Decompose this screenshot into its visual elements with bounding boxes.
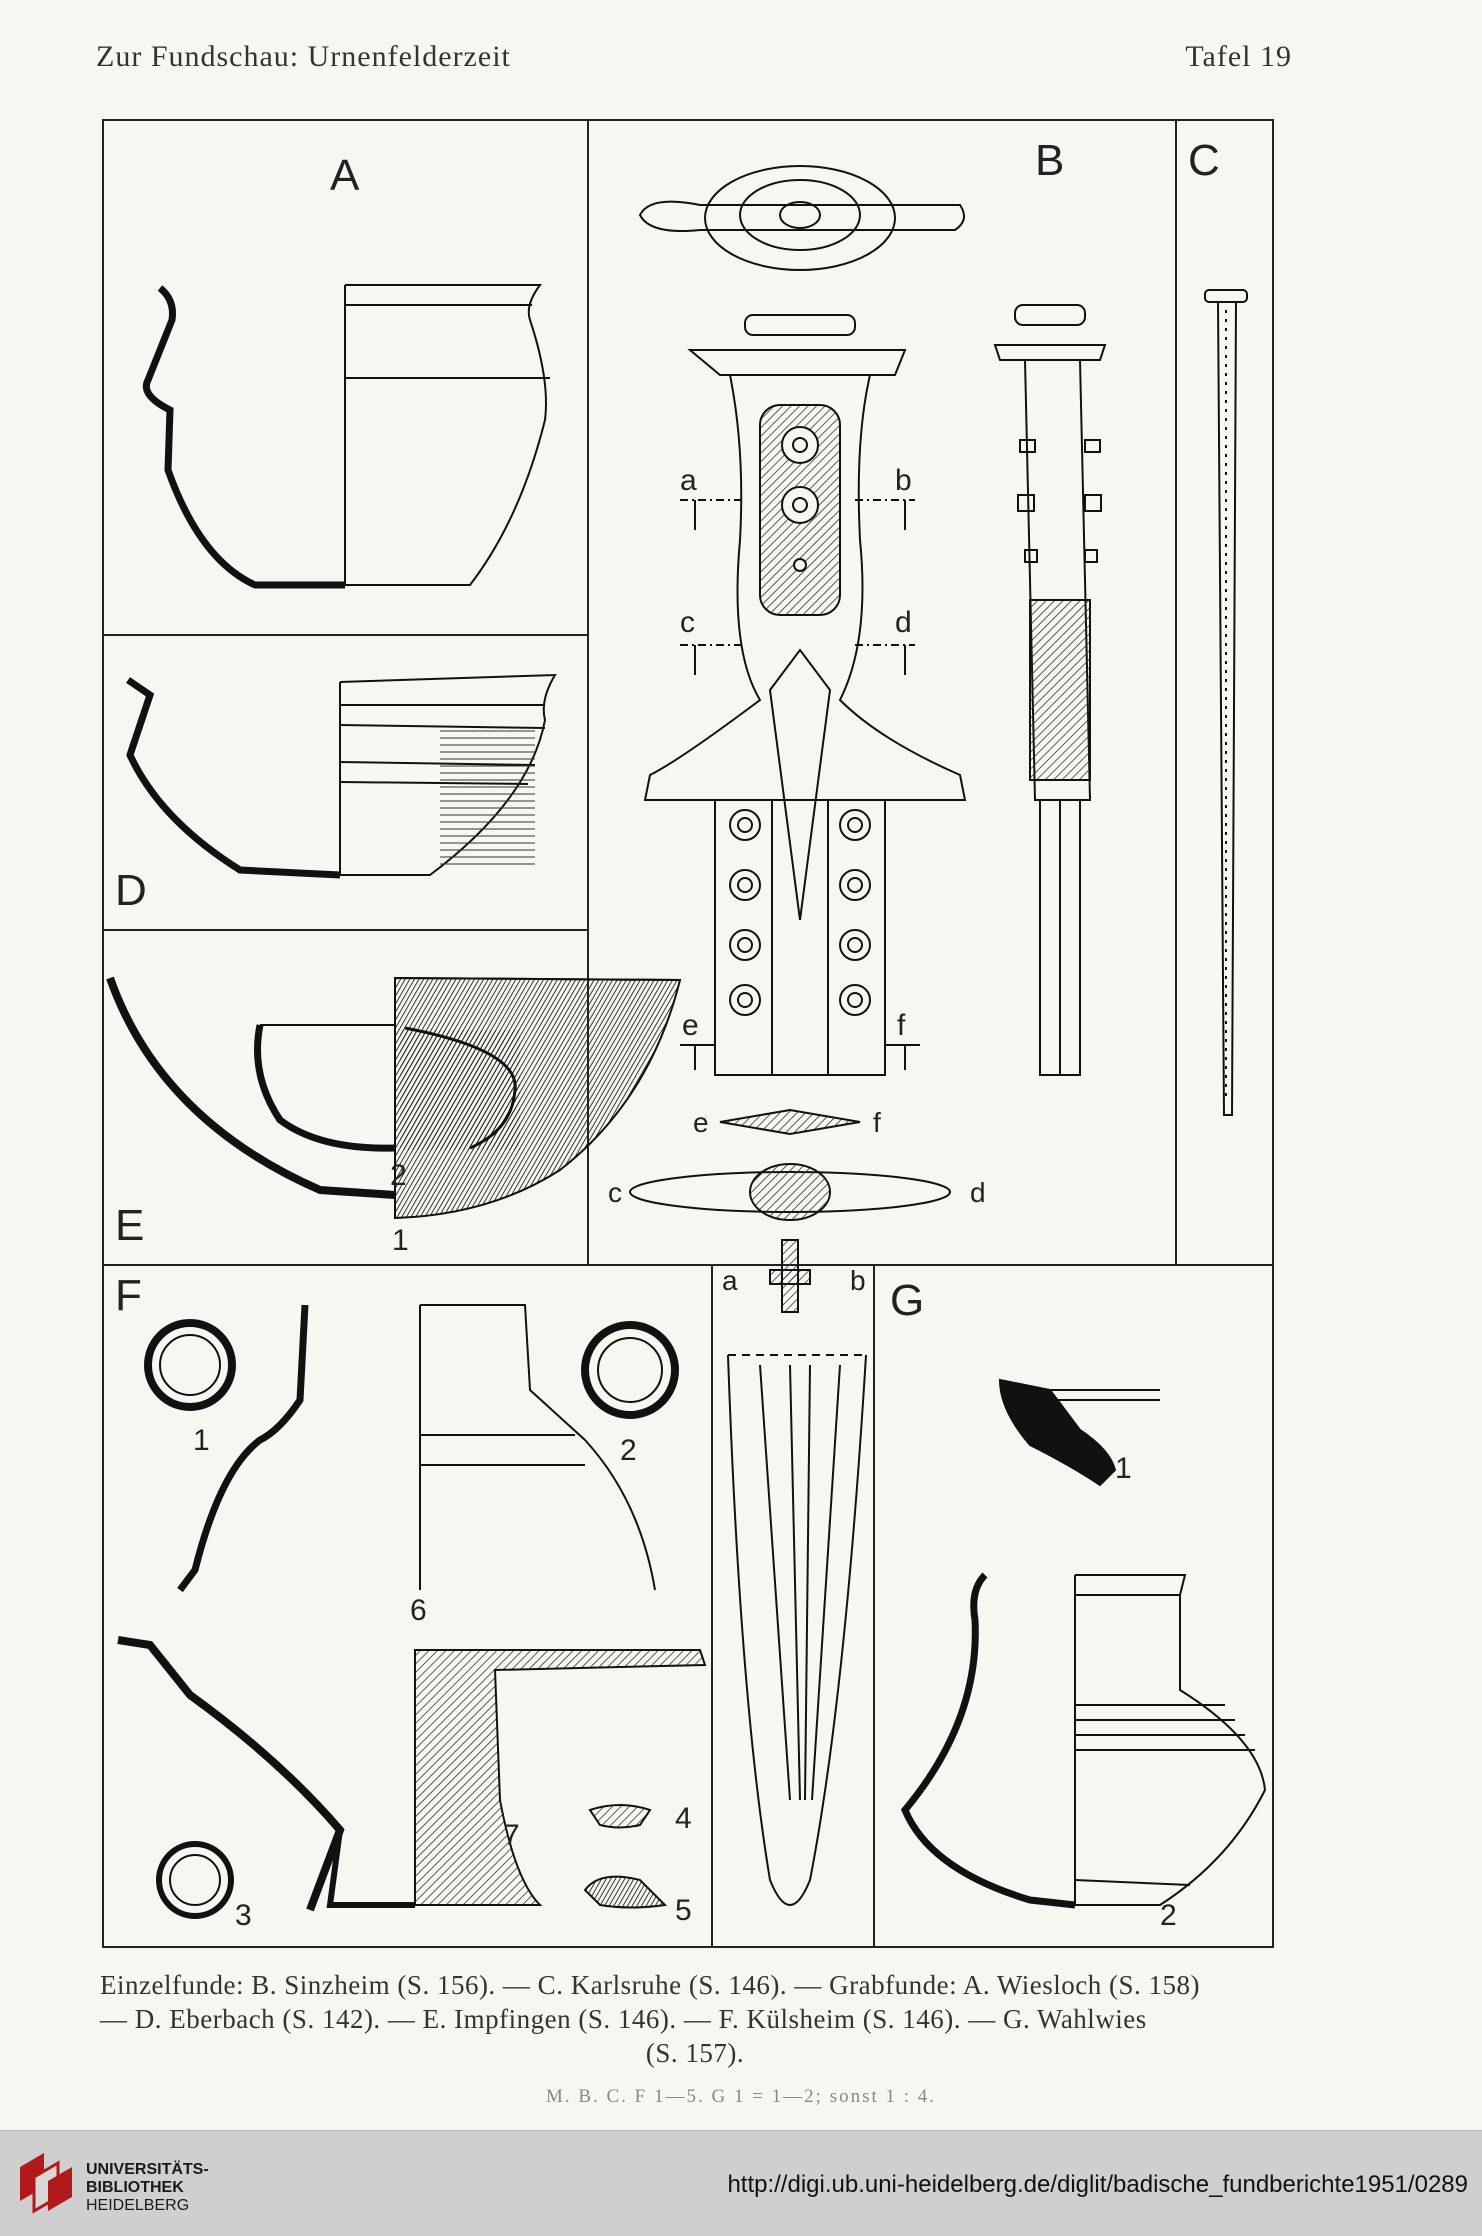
running-head: Zur Fundschau: Urnenfelderzeit Tafel 19 (96, 40, 1292, 74)
plate-drawing: A B C D E F G (102, 119, 1274, 1948)
find-f-number-5: 5 (675, 1894, 692, 1927)
plate-caption: Einzelfunde: B. Sinzheim (S. 156). — C. … (100, 1968, 1290, 2070)
find-f-number-7: 7 (503, 1819, 520, 1852)
caption-line-2: — D. Eberbach (S. 142). — E. Impfingen (… (100, 2004, 1147, 2034)
vessel-e-bowls (106, 976, 682, 1220)
source-url[interactable]: http://digi.ub.uni-heidelberg.de/diglit/… (727, 2171, 1468, 2198)
panel-label-f: F (115, 1271, 142, 1320)
find-f-number-3: 3 (235, 1899, 252, 1932)
pin-c (1204, 289, 1248, 1116)
panel-label-a: A (330, 151, 360, 200)
library-logo-icon (20, 2153, 72, 2214)
dagger-b-blade (727, 1354, 867, 1906)
panel-label-d: D (115, 866, 147, 915)
panel-label-c: C (1188, 136, 1220, 185)
vessel-a-urn (142, 284, 550, 589)
vessel-e-number-2: 2 (390, 1159, 407, 1192)
logo-line-3: HEIDELBERG (86, 2197, 190, 2214)
vessel-e-number-1: 1 (392, 1224, 409, 1257)
running-head-title: Zur Fundschau: Urnenfelderzeit (96, 40, 511, 73)
panel-label-g: G (890, 1276, 924, 1325)
section-label-e: e (682, 1009, 699, 1042)
logo-line-1: UNIVERSITÄTS- (86, 2161, 209, 2178)
cross-section-label-e: e (693, 1107, 709, 1138)
finds-g (900, 1378, 1267, 1909)
find-f-number-2: 2 (620, 1434, 637, 1467)
section-markers (680, 499, 920, 1070)
cross-section-label-d: d (970, 1177, 986, 1208)
find-f-number-1: 1 (193, 1424, 210, 1457)
cross-section-label-b: b (850, 1265, 866, 1296)
vessel-d-bowl (126, 673, 557, 879)
find-g-number-2: 2 (1160, 1899, 1177, 1932)
dagger-b-pommel-top (638, 165, 965, 271)
logo-line-2: BIBLIOTHEK (86, 2179, 184, 2196)
cross-section-label-a: a (722, 1265, 738, 1296)
panel-frames (102, 119, 1274, 1948)
library-logo[interactable]: UNIVERSITÄTS- BIBLIOTHEK HEIDELBERG (14, 2143, 254, 2223)
cross-section-label-c: c (608, 1177, 622, 1208)
section-label-f: f (897, 1009, 906, 1042)
scale-note: M. B. C. F 1—5. G 1 = 1—2; sonst 1 : 4. (545, 2086, 937, 2107)
finds-f (117, 1304, 707, 1919)
footer-bar: UNIVERSITÄTS- BIBLIOTHEK HEIDELBERG http… (0, 2130, 1482, 2236)
caption-line-3: (S. 157). (645, 2038, 745, 2068)
section-label-d: d (895, 606, 912, 639)
find-f-number-6: 6 (410, 1594, 427, 1627)
plate-number: Tafel 19 (1185, 40, 1292, 73)
dagger-b-hilt (643, 314, 967, 1076)
dagger-b-hilt-side (993, 304, 1107, 1076)
cross-section-label-f: f (873, 1107, 881, 1138)
find-f-number-4: 4 (675, 1802, 692, 1835)
panel-label-e: E (115, 1201, 144, 1250)
section-label-a: a (680, 464, 697, 497)
section-label-c: c (680, 606, 695, 639)
document-page: Zur Fundschau: Urnenfelderzeit Tafel 19 (96, 40, 1292, 2107)
caption-line-1: Einzelfunde: B. Sinzheim (S. 156). — C. … (100, 1970, 1201, 2000)
panel-label-b: B (1035, 136, 1064, 185)
section-label-b: b (895, 464, 912, 497)
dagger-b-cross-sections (629, 1108, 951, 1313)
find-g-number-1: 1 (1115, 1452, 1132, 1485)
